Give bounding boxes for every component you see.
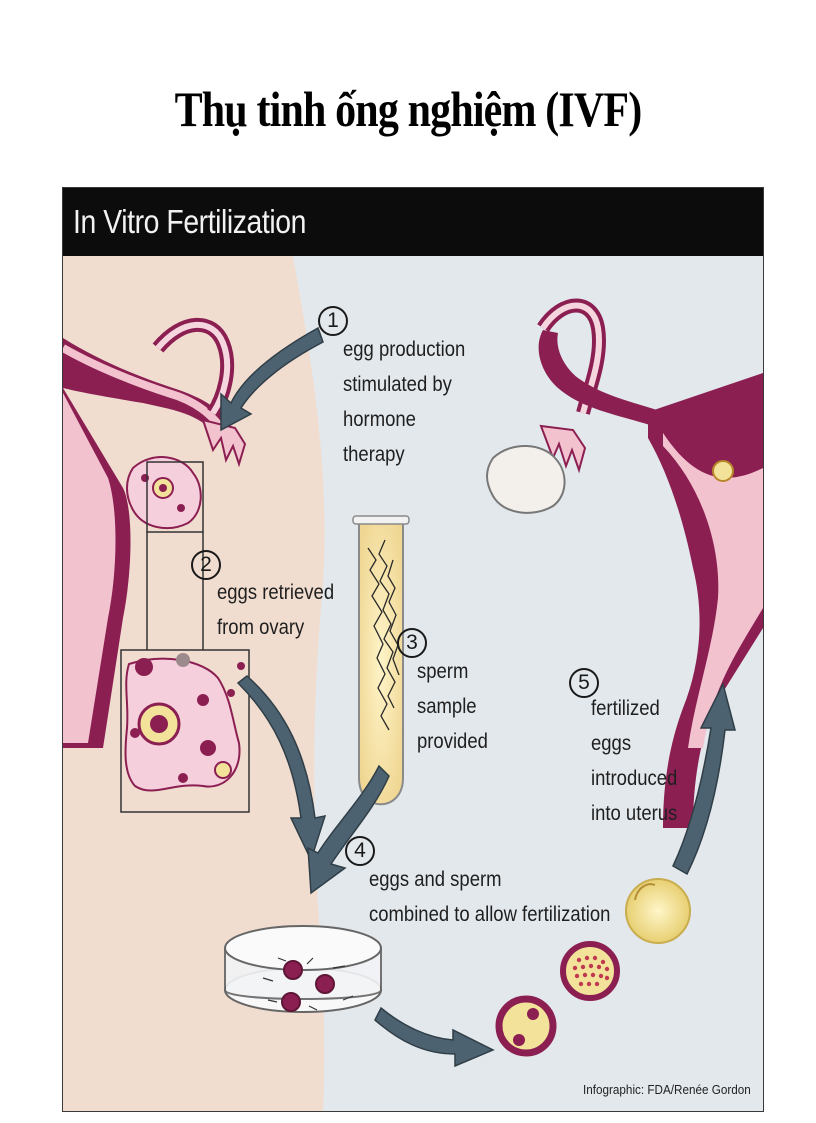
step-4-number: 4 (345, 836, 375, 866)
petri-dish (224, 925, 382, 1013)
uterus-left (63, 317, 247, 748)
arrow-tube-to-dish (307, 764, 390, 895)
step-1-number: 1 (318, 306, 348, 336)
step-3-text: sperm sample provided (417, 654, 488, 759)
step-1-text: egg production stimulated by hormone the… (343, 332, 465, 472)
ivf-illustration (63, 188, 763, 1111)
step-2-line-2: from ovary (217, 616, 305, 639)
step-1-line-2: stimulated by (343, 373, 452, 396)
step-5-number: 5 (569, 668, 599, 698)
step-4-line-2: combined to allow fertilization (369, 903, 611, 926)
step-4-line-1: eggs and sperm (369, 868, 502, 891)
step-3-line-3: provided (417, 730, 488, 753)
sperm-test-tube (352, 515, 410, 806)
step-3-number: 3 (397, 628, 427, 658)
step-5-line-4: into uterus (591, 802, 678, 825)
step-3-line-2: sample (417, 695, 477, 718)
arrow-step1 (220, 326, 324, 432)
figure-title: In Vitro Fertilization (73, 203, 306, 240)
step-1-line-3: hormone (343, 408, 416, 431)
step-3-line-1: sperm (417, 660, 469, 683)
image-credit: Infographic: FDA/Renée Gordon (583, 1082, 751, 1097)
step-2-text: eggs retrieved from ovary (217, 575, 334, 645)
step-2-line-1: eggs retrieved (217, 581, 335, 604)
arrow-ovary-to-dish (236, 675, 327, 863)
figure-header: In Vitro Fertilization (63, 188, 763, 256)
step-5-line-3: introduced (591, 767, 678, 790)
fertilized-eggs (495, 878, 691, 1057)
step-2-number: 2 (191, 550, 221, 580)
process-arrows (220, 326, 736, 1068)
arrow-embryo-to-uterus (672, 681, 736, 876)
step-5-text: fertilized eggs introduced into uterus (591, 691, 677, 831)
ovary-closeup (120, 649, 250, 813)
step-5-line-2: eggs (591, 732, 632, 755)
step-5-line-1: fertilized (591, 697, 660, 720)
page-title: Thụ tinh ống nghiệm (IVF) (174, 81, 643, 137)
ivf-infographic: In Vitro Fertilization 1 egg production … (62, 187, 764, 1112)
step-1-line-4: therapy (343, 443, 405, 466)
uterus-right (486, 298, 763, 828)
step-1-line-1: egg production (343, 338, 466, 361)
step-4-text: eggs and sperm combined to allow fertili… (369, 862, 610, 932)
arrow-dish-to-embryo (374, 1006, 495, 1068)
